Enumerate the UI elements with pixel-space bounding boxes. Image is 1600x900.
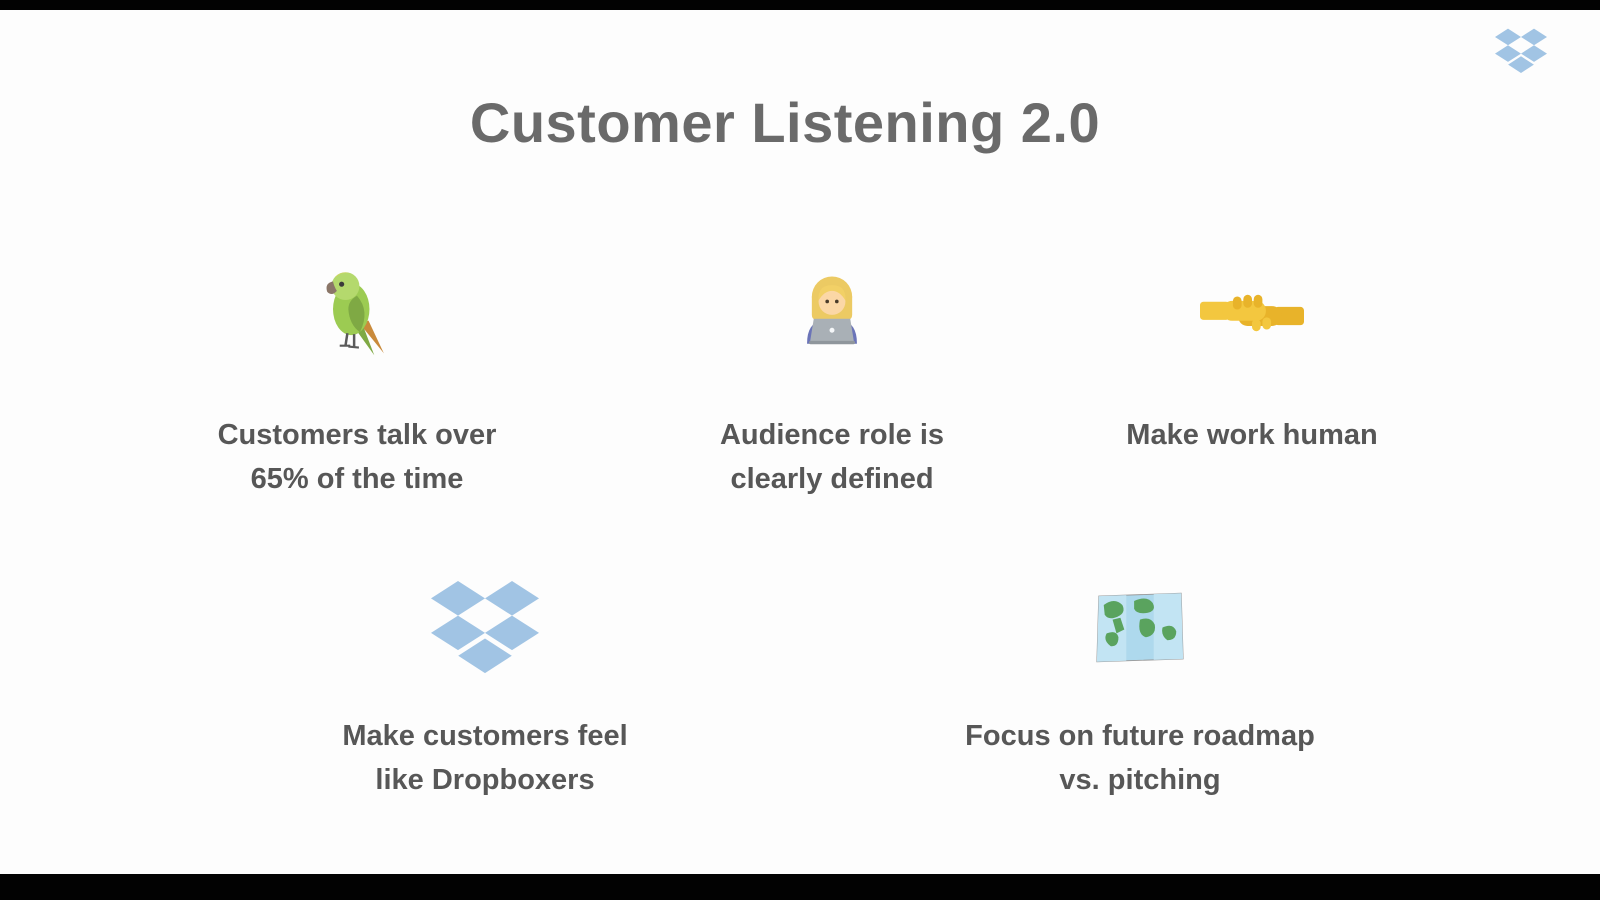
item-caption: Audience role is clearly defined (612, 413, 1052, 501)
caption-line: clearly defined (730, 463, 934, 495)
item-caption: Make customers feel like Dropboxers (265, 714, 705, 802)
caption-line: Make work human (1126, 419, 1378, 451)
dropbox-icon (265, 575, 705, 680)
caption-line: Focus on future roadmap (965, 720, 1315, 752)
slide-title: Customer Listening 2.0 (469, 91, 1101, 154)
slide: Customer Listening 2.0 Customers (0, 10, 1600, 874)
item-caption: Customers talk over 65% of the time (137, 413, 577, 501)
world-map-icon (920, 575, 1360, 680)
caption-line: like Dropboxers (375, 764, 595, 796)
caption-line: Customers talk over (217, 419, 497, 451)
letterbox-bottom (0, 874, 1600, 900)
caption-line: Make customers feel (342, 720, 628, 752)
caption-line: Audience role is (719, 419, 944, 451)
parrot-icon (137, 260, 577, 365)
caption-line: vs. pitching (1059, 764, 1221, 796)
item-roadmap: Focus on future roadmap vs. pitching (920, 575, 1360, 802)
item-caption: Focus on future roadmap vs. pitching (920, 714, 1360, 802)
handshake-icon (1032, 260, 1472, 365)
woman-technologist-icon (612, 260, 1052, 365)
item-caption: Make work human (1032, 413, 1472, 457)
caption-line: 65% of the time (250, 463, 464, 495)
item-make-work-human: Make work human (1032, 260, 1472, 457)
item-dropboxers: Make customers feel like Dropboxers (265, 575, 705, 802)
dropbox-logo-svg (1495, 28, 1547, 73)
item-audience-role: Audience role is clearly defined (612, 260, 1052, 501)
letterbox-top (0, 0, 1600, 10)
item-customers-talk: Customers talk over 65% of the time (137, 260, 577, 501)
dropbox-logo-icon (1495, 28, 1547, 74)
